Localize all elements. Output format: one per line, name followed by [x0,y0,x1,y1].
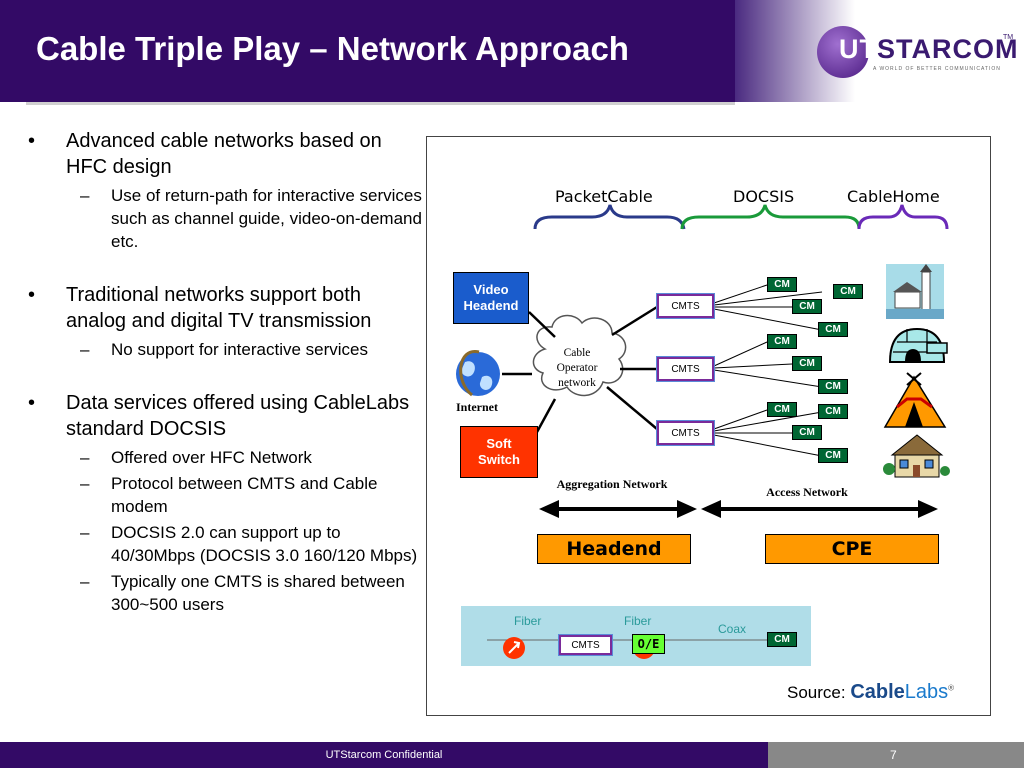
cmts-box: CMTS [656,420,715,446]
cm-box: CM [767,277,797,292]
access-network-label: Access Network [766,485,848,499]
cloud-operator-network [532,314,627,397]
bullet-text: Traditional networks support both analog… [66,284,372,332]
sub-bullet-text: Protocol between CMTS and Cable modem [111,474,378,516]
sub-bullet-item: – DOCSIS 2.0 can support up to 40/30Mbps … [28,521,423,567]
igloo-icon [888,327,948,363]
bullet-marker: • [28,130,36,152]
bullet-text: Data services offered using CableLabs st… [66,392,410,440]
link-cloud-cmts1 [611,305,658,337]
logo-trademark: TM [1003,34,1014,41]
access-arrow [701,500,938,518]
coax-label: Coax [718,622,747,636]
fiber-label: Fiber [514,614,542,628]
house-icon [883,434,950,478]
cm-box: CM [792,425,822,440]
link-video-cloud [528,311,556,338]
aggregation-arrow [539,500,697,518]
slide-title: Cable Triple Play – Network Approach [36,30,629,67]
cmts-box: CMTS [656,356,715,382]
cm-box: CM [792,356,822,371]
link-cloud-cmts3 [606,386,658,430]
utstarcom-logo: UTSTARCOM A WORLD OF BETTER COMMUNICATIO… [817,22,1018,82]
cm-box: CM [818,322,848,337]
bullet-item: • Advanced cable networks based on HFC de… [28,128,423,180]
sub-bullet-text: No support for interactive services [111,340,368,359]
footer-bar-right [768,742,1024,768]
sub-bullet-marker: – [80,186,90,205]
sub-bullet-marker: – [80,572,90,591]
link-softswitch-cloud [535,398,557,433]
logo-wordmark: UTSTARCOM [839,34,1019,64]
sub-bullet-item: – Typically one CMTS is shared between 30… [28,570,423,616]
bullet-marker: • [28,392,36,414]
cm-box: CM [818,404,848,419]
internet-label: Internet [456,400,498,414]
bullet-item: • Data services offered using CableLabs s… [28,390,423,442]
logo-tagline: A WORLD OF BETTER COMMUNICATION [873,66,1001,72]
sub-bullet-text: Use of return-path for interactive servi… [111,186,422,251]
packetcable-brace [533,204,686,230]
tepee-icon [883,372,947,428]
footer-bar [0,742,768,768]
logo-circle [817,26,869,78]
sub-bullet-item: – No support for interactive services [28,338,423,361]
bullet-text: Advanced cable networks based on HFC des… [66,130,382,178]
cpe-box: CPE [765,534,939,564]
diagram-lines [456,204,950,659]
sub-bullet-marker: – [80,340,90,359]
fiber-label: Fiber [624,614,652,628]
cablelabs-logo: CableLabs® [850,681,955,703]
cm-box: CM [792,299,822,314]
oe-box: O/E [632,634,665,654]
sub-bullet-marker: – [80,523,90,542]
internet-globe-icon [456,350,500,397]
cablehome-brace [857,204,949,230]
strip-cmts-box: CMTS [558,634,613,656]
sub-bullet-text: DOCSIS 2.0 can support up to 40/30Mbps (… [111,523,418,565]
source-credit: Source: CableLabs® [787,681,955,703]
sub-bullet-marker: – [80,448,90,467]
label-cablehome: CableHome [847,187,940,206]
sub-bullet-item: – Protocol between CMTS and Cable modem [28,472,423,518]
label-docsis: DOCSIS [733,187,795,206]
cm-box: CM [818,379,848,394]
bullet-item: • Traditional networks support both analo… [28,282,423,334]
aggregation-network-label: Aggregation Network [556,477,668,491]
lighthouse-icon [886,264,944,319]
cm-box: CM [767,402,797,417]
sub-bullet-text: Offered over HFC Network [111,448,312,467]
sub-bullet-marker: – [80,474,90,493]
sub-bullet-item: – Use of return-path for interactive serv… [28,184,423,253]
cm-box: CM [833,284,863,299]
sub-bullet-item: – Offered over HFC Network [28,446,423,469]
bullet-list: • Advanced cable networks based on HFC de… [28,128,423,619]
title-underline [26,102,735,105]
cmts-box: CMTS [656,293,715,319]
bullet-marker: • [28,284,36,306]
headend-box: Headend [537,534,691,564]
strip-cm-box: CM [767,632,797,647]
sub-bullet-text: Typically one CMTS is shared between 300… [111,572,405,614]
footer-confidential: UTStarcom Confidential [325,749,443,761]
title-bar [0,0,735,102]
cm-fan-lines [713,284,823,457]
docsis-brace [680,204,861,230]
label-packetcable: PacketCable [555,187,653,206]
page-number: 7 [890,748,897,762]
cm-box: CM [767,334,797,349]
cm-box: CM [818,448,848,463]
